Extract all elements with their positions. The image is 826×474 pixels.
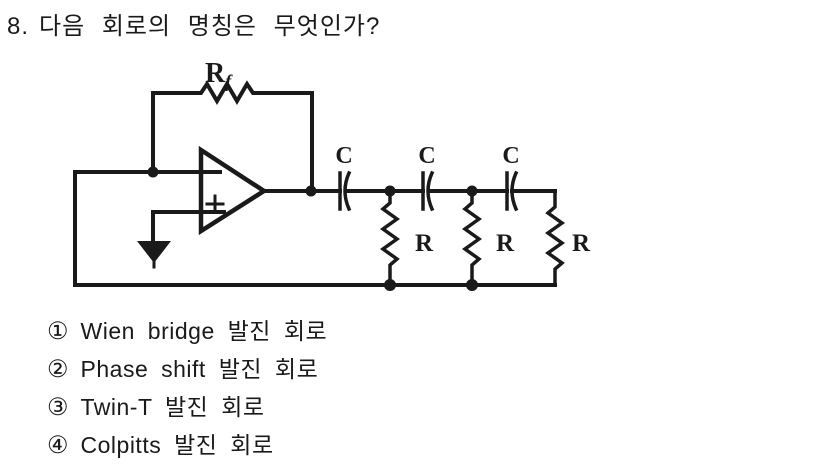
option-label-2: Phase shift 발진 회로 [80, 356, 319, 382]
capacitor-label-3: C [502, 143, 519, 169]
answer-option-3: ③ Twin-T 발진 회로 [47, 394, 327, 421]
plus-sign [205, 194, 225, 214]
capacitor-2 [421, 170, 435, 212]
rf-subscript: f [225, 71, 233, 91]
answer-options: ① Wien bridge 발진 회로 ② Phase shift 발진 회로 … [47, 318, 328, 459]
feedback-resistor-label: Rf [205, 58, 233, 91]
junction-dot [147, 166, 159, 178]
option-label-4: Colpitts 발진 회로 [80, 432, 274, 458]
answer-option-2: ② Phase shift 발진 회로 [47, 356, 327, 383]
question-text: 다음 회로의 명칭은 무엇인가? [39, 13, 381, 40]
junction-dot [466, 279, 478, 291]
resistor-2 [461, 189, 483, 287]
junction-dots [147, 166, 478, 291]
option-marker-3: ③ [47, 394, 69, 421]
junction-dot [305, 185, 317, 197]
feedback-resistor [151, 80, 314, 193]
rf-main: R [205, 58, 226, 89]
answer-option-4: ④ Colpitts 발진 회로 [47, 432, 327, 459]
question-title: 8. 다음 회로의 명칭은 무엇인가? [7, 6, 380, 41]
circuit-diagram: Rf C C C [73, 58, 591, 291]
option-label-1: Wien bridge 발진 회로 [80, 318, 328, 344]
junction-dot [384, 279, 396, 291]
answer-option-1: ① Wien bridge 발진 회로 [47, 318, 328, 345]
resistor-1 [379, 189, 401, 287]
option-marker-2: ② [47, 356, 69, 383]
resistor-label-3: R [572, 230, 591, 257]
capacitor-label-2: C [418, 143, 435, 169]
resistor-label-2: R [496, 230, 515, 257]
resistor-3 [544, 189, 566, 287]
capacitor-1 [338, 170, 352, 212]
option-marker-4: ④ [47, 432, 69, 459]
wire-noninverting-input [151, 210, 226, 243]
junction-dot [466, 185, 478, 197]
option-marker-1: ① [47, 318, 69, 345]
option-label-3: Twin-T 발진 회로 [80, 394, 265, 420]
capacitor-label-1: C [335, 143, 352, 169]
ground-icon [137, 241, 171, 269]
resistor-label-1: R [415, 230, 434, 257]
capacitor-3 [505, 170, 519, 212]
junction-dot [384, 185, 396, 197]
question-number: 8. [7, 13, 30, 40]
op-amp-triangle [198, 145, 269, 236]
